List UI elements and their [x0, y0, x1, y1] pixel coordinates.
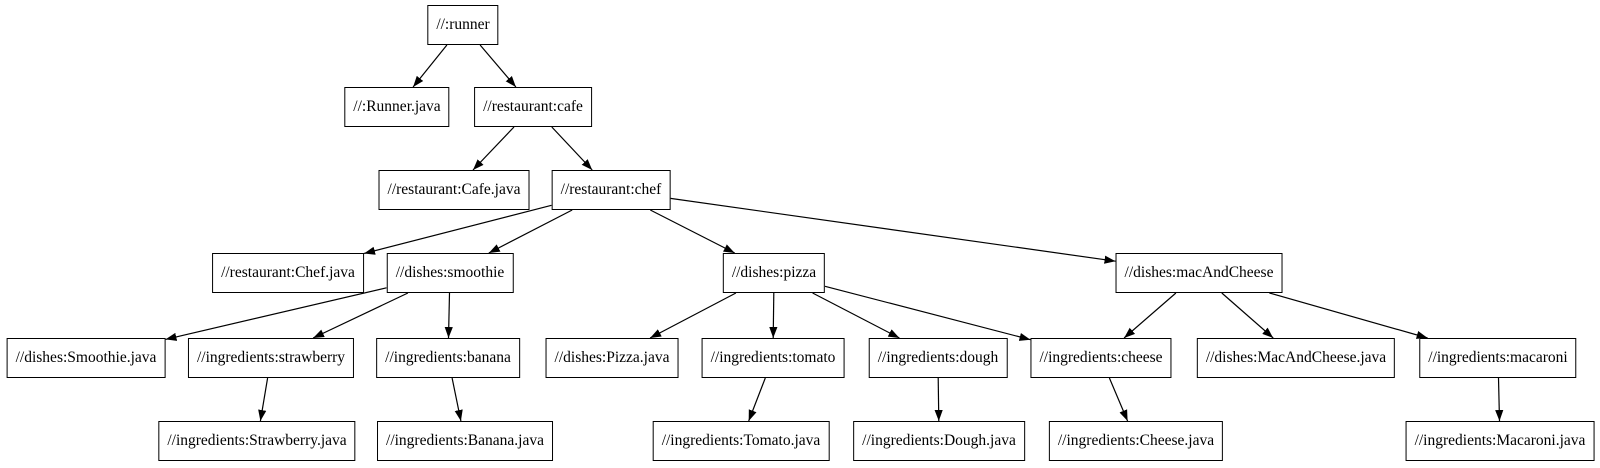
graph-node-tomato: //ingredients:tomato: [701, 338, 845, 378]
edge-runner-to-runner-java: [412, 44, 448, 88]
edge-chef-to-chef-java: [363, 204, 552, 255]
graph-node-strawberry-java: //ingredients:Strawberry.java: [158, 421, 356, 461]
edge-cafe-to-chef: [551, 126, 593, 171]
edge-cheese-to-cheese-java: [1108, 377, 1129, 422]
edge-cafe-to-cafe-java: [472, 126, 515, 171]
graph-node-tomato-java: //ingredients:Tomato.java: [652, 421, 830, 461]
graph-node-dough-java: //ingredients:Dough.java: [853, 421, 1025, 461]
graph-node-runner: //:runner: [427, 5, 499, 45]
graph-node-chef: //restaurant:chef: [551, 170, 671, 210]
graph-node-banana: //ingredients:banana: [376, 338, 520, 378]
edge-pizza-to-tomato: [769, 292, 778, 339]
edge-chef-to-mac-and-cheese: [670, 197, 1116, 264]
graph-node-mac-and-cheese: //dishes:macAndCheese: [1115, 253, 1283, 293]
graph-node-cheese: //ingredients:cheese: [1030, 338, 1172, 378]
graph-node-cheese-java: //ingredients:Cheese.java: [1048, 421, 1224, 461]
graph-node-banana-java: //ingredients:Banana.java: [377, 421, 553, 461]
edge-mac-and-cheese-to-macaroni: [1269, 292, 1428, 339]
graph-node-pizza-java: //dishes:Pizza.java: [545, 338, 679, 378]
graph-node-macaroni: //ingredients:macaroni: [1419, 338, 1577, 378]
edge-pizza-to-dough: [812, 292, 900, 339]
edge-mac-and-cheese-to-mac-and-cheese-java: [1221, 292, 1274, 339]
edge-strawberry-to-strawberry-java: [258, 377, 269, 422]
graph-node-dough: //ingredients:dough: [868, 338, 1008, 378]
edge-pizza-to-cheese: [824, 285, 1031, 341]
edge-banana-to-banana-java: [451, 377, 463, 422]
edge-pizza-to-pizza-java: [649, 292, 737, 339]
graph-node-pizza: //dishes:pizza: [722, 253, 826, 293]
edge-macaroni-to-macaroni-java: [1495, 377, 1504, 422]
edge-runner-to-cafe: [479, 44, 517, 88]
graph-node-cafe-java: //restaurant:Cafe.java: [378, 170, 530, 210]
edge-dough-to-dough-java: [934, 377, 943, 422]
edge-smoothie-to-strawberry: [312, 292, 409, 339]
graph-node-smoothie: //dishes:smoothie: [386, 253, 514, 293]
edge-mac-and-cheese-to-cheese: [1123, 292, 1177, 339]
graph-node-macaroni-java: //ingredients:Macaroni.java: [1405, 421, 1595, 461]
graph-node-cafe: //restaurant:cafe: [474, 87, 592, 127]
graph-node-mac-and-cheese-java: //dishes:MacAndCheese.java: [1196, 338, 1396, 378]
graph-node-smoothie-java: //dishes:Smoothie.java: [6, 338, 166, 378]
edge-smoothie-to-banana: [444, 292, 453, 339]
edge-tomato-to-tomato-java: [748, 377, 766, 422]
edge-smoothie-to-smoothie-java: [165, 287, 387, 341]
graph-node-strawberry: //ingredients:strawberry: [187, 338, 355, 378]
edge-chef-to-pizza: [650, 209, 735, 254]
edge-chef-to-smoothie: [488, 209, 573, 254]
graph-node-runner-java: //:Runner.java: [344, 87, 450, 127]
graph-node-chef-java: //restaurant:Chef.java: [212, 253, 364, 293]
